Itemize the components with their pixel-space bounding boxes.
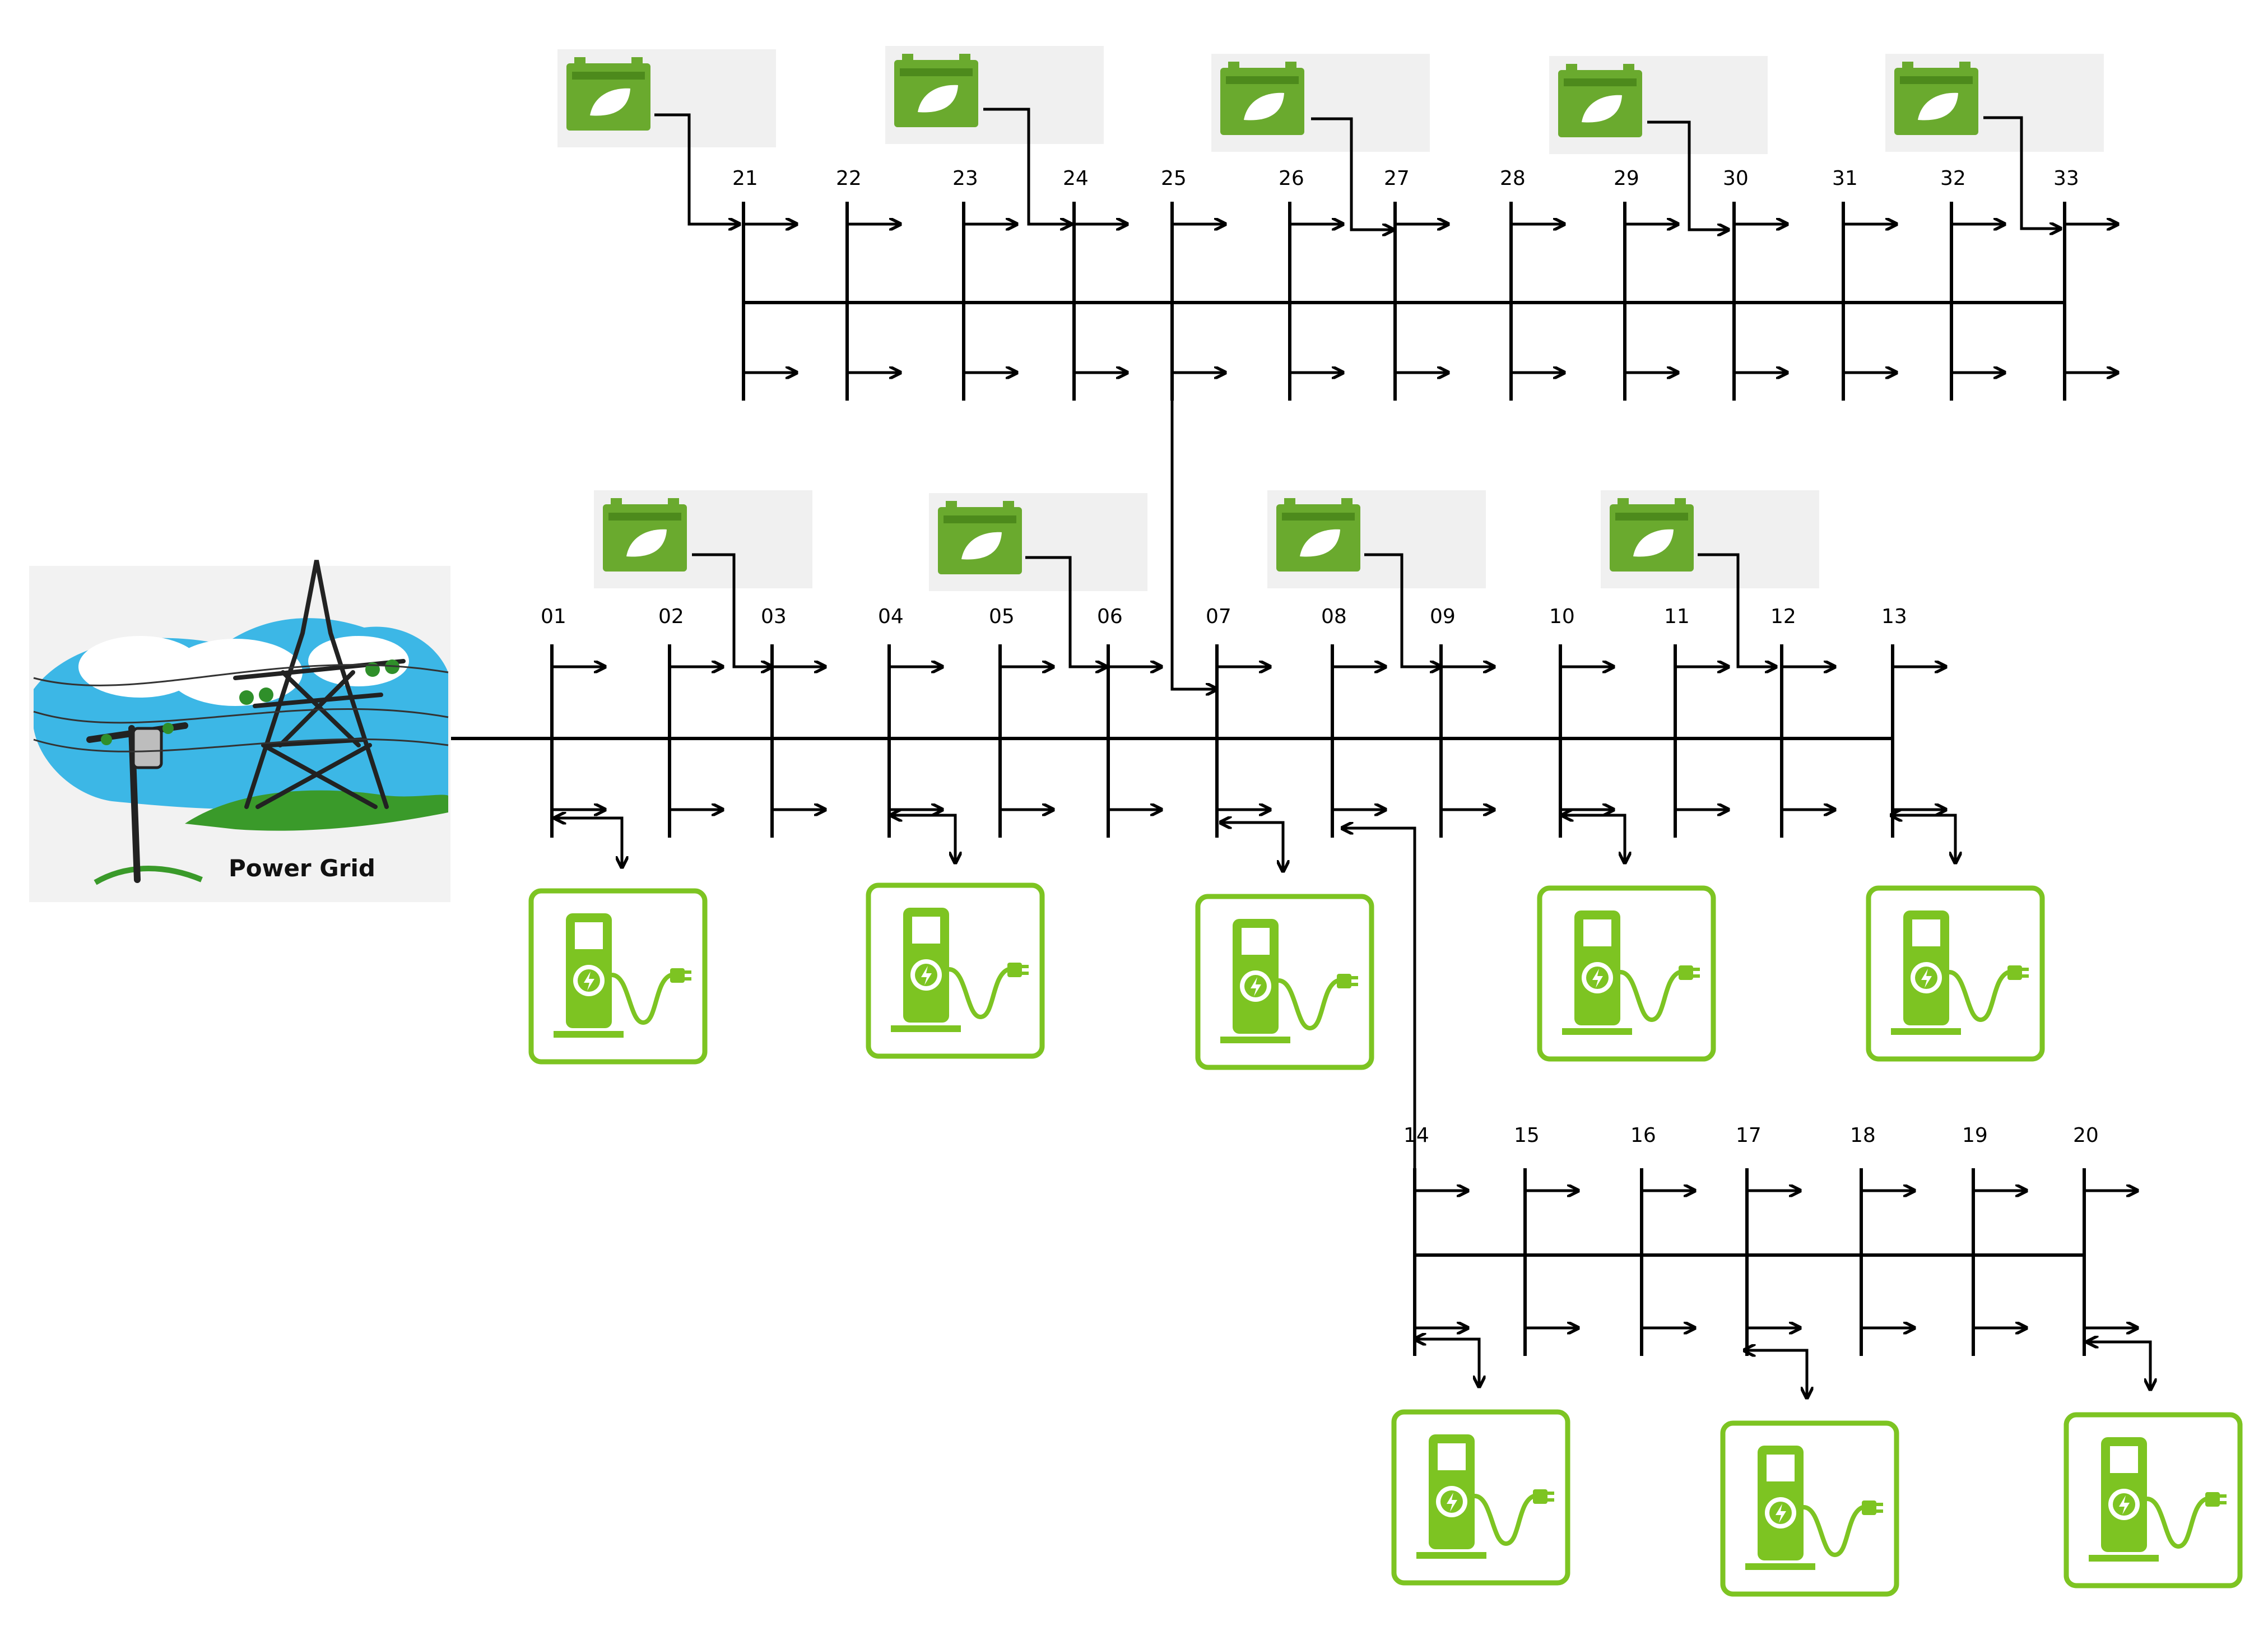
network-lines <box>451 202 2137 1356</box>
battery-line <box>1698 553 1776 667</box>
bus-label: 11 <box>1664 605 1690 628</box>
charger-link <box>2087 1342 2150 1390</box>
bus-label: 08 <box>1321 605 1347 628</box>
bus-label: 32 <box>1940 167 1966 190</box>
bus-label: 23 <box>952 167 978 190</box>
bus-label: 09 <box>1430 605 1456 628</box>
bus-label: 21 <box>732 167 758 190</box>
battery-icon <box>1601 490 1819 588</box>
tie-line-07-25 <box>1170 401 1217 689</box>
ev-charging-station-icon <box>1720 1420 1899 1597</box>
bus-label: 19 <box>1962 1124 1988 1147</box>
bus-label: 13 <box>1881 605 1907 628</box>
bus-labels: 01 02 03 04 05 06 07 08 09 10 11 12 13 21 22 23 24 25 26 27… <box>541 167 2099 1147</box>
battery-icon <box>1211 54 1430 152</box>
bus-label: 22 <box>836 167 862 190</box>
charger-link <box>1415 1339 1479 1387</box>
battery-line <box>692 553 772 667</box>
bus-label: 24 <box>1063 167 1089 190</box>
power-grid-icon: Power Grid <box>29 560 450 902</box>
bus-label: 28 <box>1500 167 1526 190</box>
bus-label: 01 <box>541 605 566 628</box>
ev-charger-group <box>528 882 2243 1597</box>
ev-charging-station-icon <box>1537 885 1716 1062</box>
charger-connections <box>555 815 2150 1398</box>
bus-label: 06 <box>1097 605 1123 628</box>
battery-icon <box>1267 490 1486 588</box>
battery-line <box>1983 116 2061 229</box>
battery-icon <box>594 490 812 588</box>
ev-charging-station-icon <box>528 888 708 1065</box>
battery-icon <box>885 46 1104 144</box>
bus-label: 18 <box>1850 1124 1876 1147</box>
bus-label: 03 <box>761 605 787 628</box>
battery-icon <box>557 49 776 147</box>
battery-connections <box>654 108 2061 667</box>
bus-label: 12 <box>1770 605 1796 628</box>
battery-icon <box>1549 56 1768 154</box>
bus-label: 31 <box>1832 167 1858 190</box>
bus-label: 16 <box>1630 1124 1656 1147</box>
charger-link <box>1562 815 1625 863</box>
bus-label: 20 <box>2073 1124 2099 1147</box>
battery-line <box>1647 120 1728 230</box>
battery-icon <box>1885 54 2104 152</box>
ev-charging-station-icon <box>866 882 1045 1059</box>
charger-link <box>1744 1350 1807 1398</box>
bus-label: 26 <box>1279 167 1304 190</box>
ev-charging-station-icon <box>1195 894 1374 1070</box>
battery-line <box>1364 553 1441 667</box>
battery-line <box>1311 117 1393 230</box>
bus-label: 07 <box>1206 605 1231 628</box>
charger-link <box>891 815 955 863</box>
bus-label: 17 <box>1736 1124 1762 1147</box>
battery-icon <box>929 493 1147 591</box>
charger-link <box>555 818 622 867</box>
battery-line <box>1025 556 1107 667</box>
charger-link <box>1220 823 1283 871</box>
bus-label: 02 <box>658 605 684 628</box>
tie-line-08-14 <box>1342 828 1416 1255</box>
power-grid-label: Power Grid <box>229 854 375 882</box>
charger-link <box>1891 815 1955 863</box>
bus-label: 14 <box>1403 1124 1429 1147</box>
bus-label: 15 <box>1514 1124 1540 1147</box>
ev-charging-station-icon <box>1866 885 2045 1062</box>
bus-label: 05 <box>989 605 1015 628</box>
bus-label: 33 <box>2053 167 2079 190</box>
ev-charging-station-icon <box>1391 1409 1570 1586</box>
battery-line <box>983 108 1071 224</box>
bus-label: 04 <box>878 605 904 628</box>
battery-line <box>654 113 740 224</box>
bus-label: 25 <box>1161 167 1187 190</box>
bus-label: 29 <box>1614 167 1639 190</box>
bus-label: 30 <box>1723 167 1749 190</box>
battery-group <box>557 46 2104 591</box>
bus-label: 10 <box>1549 605 1575 628</box>
ev-charging-station-icon <box>2063 1412 2243 1588</box>
bus-label: 27 <box>1384 167 1410 190</box>
